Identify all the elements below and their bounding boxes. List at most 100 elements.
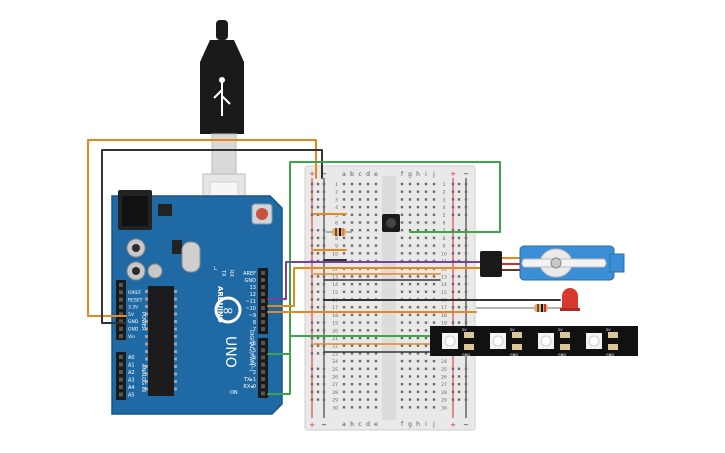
row-number-left: 10 xyxy=(332,251,338,257)
pin-label-right: 2 xyxy=(253,370,256,376)
row-number-right: 5 xyxy=(443,213,446,219)
analog-pin-label: A4 xyxy=(128,385,135,391)
row-number-right: 4 xyxy=(443,205,446,211)
column-letter-bottom: e xyxy=(374,421,378,428)
row-number-right: 1 xyxy=(443,182,446,188)
neopixel-pad-label: GND xyxy=(510,353,518,357)
row-number-left: 4 xyxy=(335,205,338,211)
neopixel-pad-label: GND xyxy=(462,353,470,357)
column-letter-bottom: g xyxy=(408,421,412,428)
column-letter-top: f xyxy=(401,171,404,178)
pin-label-left: GND xyxy=(128,319,139,325)
pin-label-left: 3.3V xyxy=(128,305,139,311)
arduino-brand-label: ARDUINO xyxy=(216,286,224,323)
pin-label-left: Vin xyxy=(128,334,135,340)
row-number-left: 12 xyxy=(332,267,338,273)
rail-sign-top: + xyxy=(450,170,456,178)
row-number-left: 22 xyxy=(332,344,338,350)
pin-label-right: ~5 xyxy=(249,348,256,354)
row-number-left: 13 xyxy=(332,274,338,280)
row-number-right: 29 xyxy=(441,398,447,404)
row-number-left: 14 xyxy=(332,282,338,288)
row-number-left: 24 xyxy=(332,359,338,365)
neopixel-led: 5V GND xyxy=(586,328,618,357)
analog-pin-label: A1 xyxy=(128,363,135,369)
row-number-right: 17 xyxy=(441,305,447,311)
neopixel-pad-label: GND xyxy=(606,353,614,357)
rail-sign-bottom: − xyxy=(463,421,469,429)
pin-label-right: 4 xyxy=(253,355,256,361)
neopixel-pad-label: 5V xyxy=(510,328,515,332)
pin-label-right: 8 xyxy=(253,320,256,326)
rail-sign-bottom: − xyxy=(321,421,327,429)
column-letter-bottom: h xyxy=(416,421,420,428)
arduino-logo: ∞ xyxy=(222,303,234,319)
row-number-right: 27 xyxy=(441,382,447,388)
arduino-uno-board: ∞ ARDUINO UNO DIGITAL (PWM~) POWER ANALO… xyxy=(111,190,283,415)
row-number-right: 12 xyxy=(441,267,447,273)
row-number-left: 27 xyxy=(332,382,338,388)
row-number-left: 20 xyxy=(332,328,338,334)
pin-label-right: ~9 xyxy=(249,313,256,319)
digital-label: DIGITAL (PWM~) xyxy=(248,330,254,372)
led-red xyxy=(476,288,580,312)
column-letter-top: c xyxy=(358,171,361,178)
analog-pin-label: A0 xyxy=(128,355,135,361)
column-letter-top: d xyxy=(366,171,370,178)
resistor-button xyxy=(326,228,352,236)
row-number-right: 24 xyxy=(441,359,447,365)
pin-label-right: RX◂0 xyxy=(243,384,256,390)
analog-in-label: ANALOG IN xyxy=(140,364,146,392)
row-number-left: 18 xyxy=(332,313,338,319)
rail-sign-bottom: + xyxy=(450,421,456,429)
pin-label-left: IOREF xyxy=(128,290,142,296)
rail-sign-top: − xyxy=(463,170,469,178)
row-number-right: 14 xyxy=(441,282,447,288)
analog-pin-label: A3 xyxy=(128,378,135,384)
rail-sign-top: + xyxy=(309,170,315,178)
rail-sign-top: − xyxy=(321,170,327,178)
row-number-left: 5 xyxy=(335,213,338,219)
arduino-model-label: UNO xyxy=(222,336,238,368)
column-letter-bottom: i xyxy=(425,421,427,428)
neopixel-pad-label: 5V xyxy=(558,328,563,332)
column-letter-top: a xyxy=(342,171,346,178)
analog-pin-label: A2 xyxy=(128,370,135,376)
row-number-right: 26 xyxy=(441,375,447,381)
tx-led-label: TX xyxy=(220,269,226,277)
column-letter-top: j xyxy=(432,171,435,178)
row-number-right: 10 xyxy=(441,251,447,257)
pin-label-left: GND xyxy=(128,327,139,333)
row-number-left: 8 xyxy=(335,236,338,242)
wire-green-neopixel xyxy=(267,335,433,355)
wires xyxy=(87,139,561,395)
neopixel-led: 5V GND xyxy=(490,328,522,357)
wire-orange-pin xyxy=(267,267,491,307)
column-letter-bottom: d xyxy=(366,421,370,428)
row-number-left: 15 xyxy=(332,290,338,296)
row-number-left: 17 xyxy=(332,305,338,311)
pin-label-right: ~10 xyxy=(245,306,256,312)
column-letter-bottom: f xyxy=(401,421,404,428)
row-number-right: 25 xyxy=(441,367,447,373)
neopixel-pad-label: 5V xyxy=(606,328,611,332)
pin-label-right: 7 xyxy=(253,327,256,333)
row-number-right: 19 xyxy=(441,321,447,327)
pin-label-right: ~6 xyxy=(249,341,256,347)
wire-purple-servo xyxy=(267,261,491,300)
on-led-label: ON xyxy=(230,390,238,396)
row-number-right: 30 xyxy=(441,405,447,411)
l-led-label: L xyxy=(214,266,217,272)
pin-label-right: GND xyxy=(245,278,257,284)
column-letter-top: g xyxy=(408,171,412,178)
pin-label-right: 12 xyxy=(250,292,256,298)
row-number-left: 25 xyxy=(332,367,338,373)
row-number-right: 3 xyxy=(443,197,446,203)
row-number-right: 9 xyxy=(443,244,446,250)
column-letter-top: h xyxy=(416,171,420,178)
column-letter-top: b xyxy=(350,171,354,178)
